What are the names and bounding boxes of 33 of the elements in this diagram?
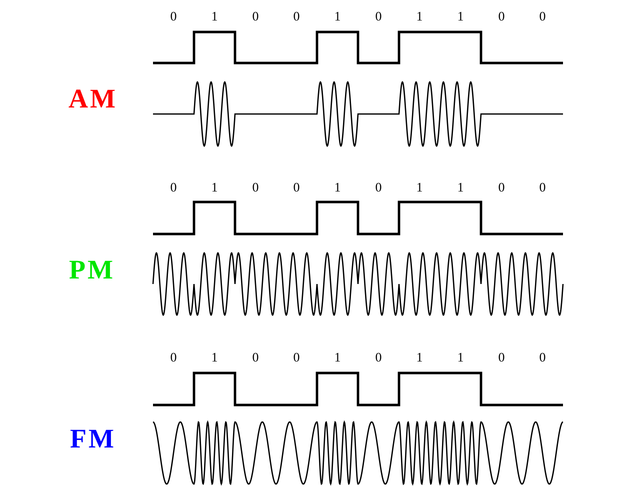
bit-label: 1: [334, 350, 341, 364]
bit-label: 0: [170, 350, 177, 364]
bit-label: 0: [170, 180, 177, 194]
bit-label: 1: [211, 10, 218, 22]
bit-label: 1: [416, 350, 423, 364]
bit-label: 0: [252, 10, 259, 22]
bit-label: 1: [457, 180, 464, 194]
modulation-label: AM: [68, 86, 118, 112]
bit-label: 1: [211, 180, 218, 194]
bit-label: 0: [375, 350, 382, 364]
bit-label: 0: [252, 350, 259, 364]
bit-label: 0: [375, 180, 382, 194]
bit-label: 1: [416, 10, 423, 22]
bit-label: 0: [498, 180, 505, 194]
bit-label: 0: [539, 10, 546, 22]
bit-label: 1: [334, 10, 341, 22]
bit-label: 0: [375, 10, 382, 22]
bit-label: 0: [293, 180, 300, 194]
bit-label: 0: [498, 10, 505, 22]
bit-label: 1: [416, 180, 423, 194]
bit-label: 0: [252, 180, 259, 194]
bit-label: 0: [293, 10, 300, 22]
bit-label: 1: [334, 180, 341, 194]
bit-label: 1: [457, 350, 464, 364]
bit-label: 1: [457, 10, 464, 22]
bit-label: 0: [293, 350, 300, 364]
bit-label: 0: [498, 350, 505, 364]
modulation-label: PM: [69, 256, 115, 284]
bit-label: 1: [211, 350, 218, 364]
bit-label: 0: [539, 180, 546, 194]
bit-label: 0: [539, 350, 546, 364]
bit-label: 0: [170, 10, 177, 22]
modulation-label: FM: [70, 426, 116, 452]
